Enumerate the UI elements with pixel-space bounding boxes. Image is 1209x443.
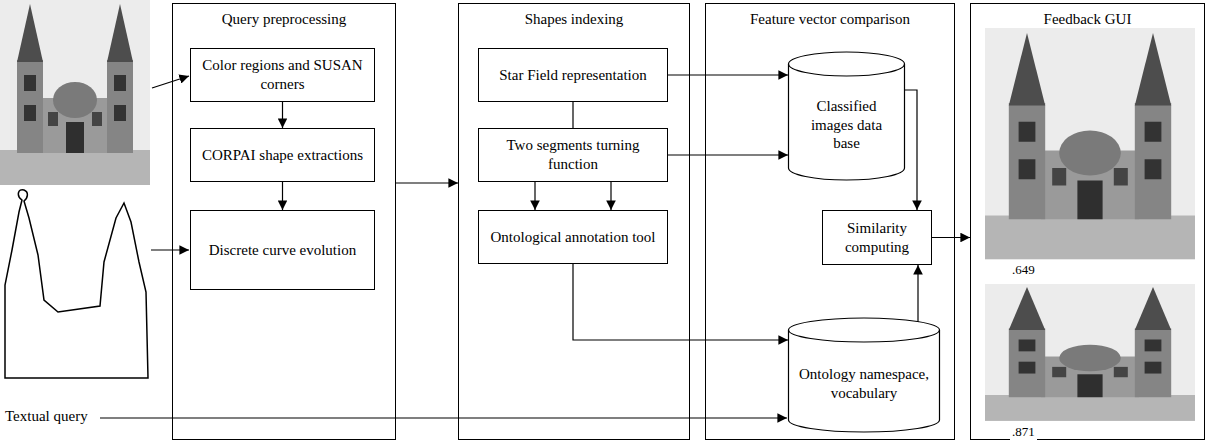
node-label: Color regions and SUSAN corners: [199, 56, 366, 94]
database-cylinder: Ontology namespace, vocabulary: [788, 318, 940, 432]
score-label: .649: [1010, 262, 1037, 278]
stage-panel: Feature vector comparisonClassified imag…: [705, 3, 955, 440]
node-label: Similarity computing: [831, 219, 923, 257]
flow-arrow: [668, 154, 788, 155]
node-label: Discrete curve evolution: [209, 241, 356, 260]
sketch-query: [5, 190, 148, 378]
input-wire: [152, 76, 189, 88]
flow-arrow: [932, 237, 970, 238]
node-label: CORPAI shape extractions: [202, 146, 363, 165]
query-wire: [100, 417, 787, 418]
flow-arrow: [573, 264, 788, 340]
process-box: CORPAI shape extractions: [190, 128, 375, 182]
node-label: Classified images data base: [796, 97, 897, 153]
node-label: Ontology namespace, vocabulary: [796, 365, 932, 403]
cylinder-rim: [789, 64, 905, 76]
process-box: Star Field representation: [478, 48, 668, 102]
flow-arrow: [534, 182, 535, 210]
cylinder-body: [789, 52, 905, 180]
panel-heading: Shapes indexing: [463, 11, 685, 28]
flow-arrow: [917, 265, 918, 322]
input-wire: [151, 249, 189, 250]
cylinder-outline: [788, 52, 905, 180]
panel-heading: Feedback GUI: [975, 11, 1200, 28]
flow-arrow: [572, 102, 573, 128]
stage-panel: Feedback GUI: [970, 3, 1205, 440]
result-photo: [985, 284, 1195, 421]
input-label: Textual query: [3, 408, 90, 425]
process-box: Discrete curve evolution: [190, 210, 375, 290]
result-photo: [985, 28, 1195, 259]
process-box: Two segments turning function: [478, 128, 668, 182]
stage-panel: Shapes indexingStar Field representation…: [458, 3, 690, 440]
cylinder-rim: [789, 330, 940, 342]
panel-heading: Feature vector comparison: [710, 11, 950, 28]
score-label: .871: [1010, 424, 1037, 440]
cathedral-photo: [0, 0, 150, 185]
flow-arrow: [905, 90, 917, 210]
flow-arrow: [610, 182, 611, 210]
flow-arrow: [282, 102, 283, 128]
node-label: Star Field representation: [499, 66, 646, 85]
cylinder-body: [789, 318, 940, 432]
flow-arrow: [668, 74, 788, 75]
stage-panel: Query preprocessingColor regions and SUS…: [172, 3, 396, 440]
database-cylinder: Classified images data base: [788, 52, 905, 180]
flow-arrow: [282, 182, 283, 210]
process-box: Ontological annotation tool: [478, 210, 668, 264]
node-label: Two segments turning function: [487, 136, 659, 174]
process-box: Similarity computing: [822, 210, 932, 265]
flow-arrow: [396, 182, 458, 183]
process-box: Color regions and SUSAN corners: [190, 48, 375, 102]
panel-heading: Query preprocessing: [177, 11, 391, 28]
node-label: Ontological annotation tool: [491, 228, 656, 247]
